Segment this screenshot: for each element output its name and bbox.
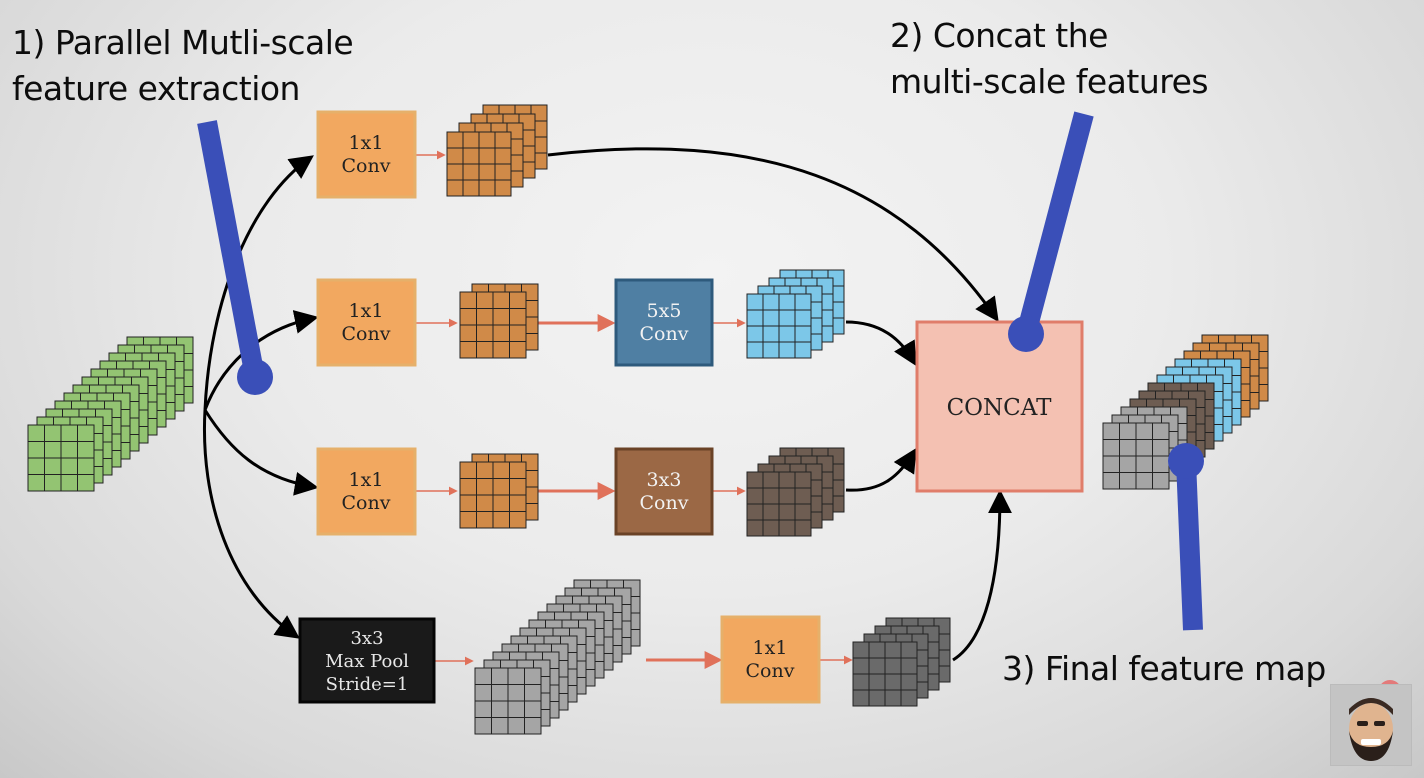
- block-conv1x1-b: 1x1 Conv: [316, 278, 417, 367]
- block-label: Conv: [746, 660, 795, 682]
- block-label: 1x1: [349, 469, 384, 491]
- block-label: 3x3: [647, 469, 682, 491]
- pointer-parallel: [197, 120, 273, 395]
- block-label: Conv: [640, 323, 689, 345]
- block-maxpool: 3x3 Max Pool Stride=1: [298, 617, 436, 704]
- block-label: CONCAT: [947, 395, 1053, 421]
- block-label: 1x1: [349, 132, 384, 154]
- pointer-concat: [1008, 111, 1094, 352]
- block-conv1x1-a: 1x1 Conv: [316, 110, 417, 199]
- block-label: 3x3: [350, 628, 383, 649]
- arrow-input-to-branch4: [202, 409, 300, 639]
- annotation-parallel-line1: 1) Parallel Mutli-scale: [12, 23, 354, 62]
- input-feature-map: [27, 336, 194, 492]
- block-conv1x1-c: 1x1 Conv: [316, 447, 417, 536]
- block-label: 1x1: [349, 300, 384, 322]
- feature-map-branch3-1x1: [459, 453, 539, 529]
- feature-map-branch3-3x3: [746, 447, 845, 537]
- arrow-input-to-branch3: [203, 409, 319, 496]
- annotation-concat-line2: multi-scale features: [890, 62, 1209, 101]
- block-label: 5x5: [647, 300, 682, 322]
- annotation-parallel-line2: feature extraction: [12, 69, 300, 108]
- feature-map-branch2-5x5: [746, 269, 845, 359]
- annotation-concat-line1: 2) Concat the: [890, 16, 1108, 55]
- arrow-branch4-to-concat: [952, 489, 1012, 662]
- feature-map-branch4-1x1: [852, 617, 951, 707]
- block-conv5x5: 5x5 Conv: [614, 278, 714, 367]
- block-conv1x1-d: 1x1 Conv: [720, 615, 821, 704]
- arrow-branch1-to-concat: [547, 147, 999, 322]
- block-label: Conv: [342, 155, 391, 177]
- avatar-icon: [1330, 684, 1412, 766]
- annotation-final: 3) Final feature map: [1002, 649, 1326, 688]
- block-label: Conv: [342, 323, 391, 345]
- final-feature-map: [1102, 334, 1269, 490]
- arrow-branch2-to-concat: [845, 320, 917, 367]
- feature-map-branch4-pool: [474, 579, 641, 735]
- feature-map-branch1-1x1: [446, 104, 548, 197]
- block-concat: CONCAT: [915, 320, 1084, 493]
- block-conv3x3: 3x3 Conv: [614, 447, 714, 536]
- block-label: Conv: [342, 492, 391, 514]
- arrow-branch3-to-concat: [845, 447, 917, 492]
- block-label: 1x1: [753, 637, 788, 659]
- block-label: Max Pool: [325, 651, 409, 672]
- block-label: Stride=1: [326, 674, 409, 695]
- block-label: Conv: [640, 492, 689, 514]
- feature-map-branch2-1x1: [459, 283, 539, 359]
- pointer-final: [1168, 443, 1204, 631]
